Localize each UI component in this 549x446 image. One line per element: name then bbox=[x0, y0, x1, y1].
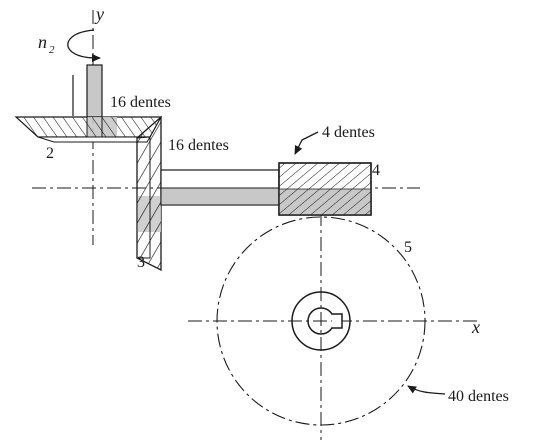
gear5-teeth-label: 40 dentes bbox=[448, 388, 509, 405]
gear2-teeth-label: 16 dentes bbox=[110, 94, 171, 111]
n2-label: n bbox=[38, 32, 47, 52]
gear3-teeth-label: 16 dentes bbox=[168, 137, 229, 154]
part-2-label: 2 bbox=[46, 145, 54, 162]
worm-wheel-5 bbox=[216, 216, 426, 426]
worm-4 bbox=[278, 162, 372, 216]
worm4-teeth-label: 4 dentes bbox=[322, 124, 375, 141]
rotation-arrow-icon bbox=[67, 29, 101, 62]
y-axis-label: y bbox=[94, 4, 104, 24]
leader-40-dentes bbox=[407, 385, 446, 395]
input-shaft bbox=[72, 64, 103, 118]
keyway bbox=[332, 313, 343, 329]
horizontal-shaft bbox=[160, 169, 280, 206]
part-4-label: 4 bbox=[372, 162, 380, 179]
leader-arrows bbox=[294, 131, 446, 395]
bevel-gear-3 bbox=[136, 115, 162, 272]
bevel-gear-2 bbox=[14, 116, 163, 143]
x-axis-label: x bbox=[471, 317, 480, 337]
part-5-label: 5 bbox=[404, 239, 412, 256]
leader-4-dentes bbox=[294, 131, 319, 155]
pitch-circle bbox=[216, 216, 426, 426]
hub-outer bbox=[291, 291, 351, 351]
part-3-label: 3 bbox=[137, 254, 145, 271]
n2-subscript: 2 bbox=[49, 44, 55, 56]
